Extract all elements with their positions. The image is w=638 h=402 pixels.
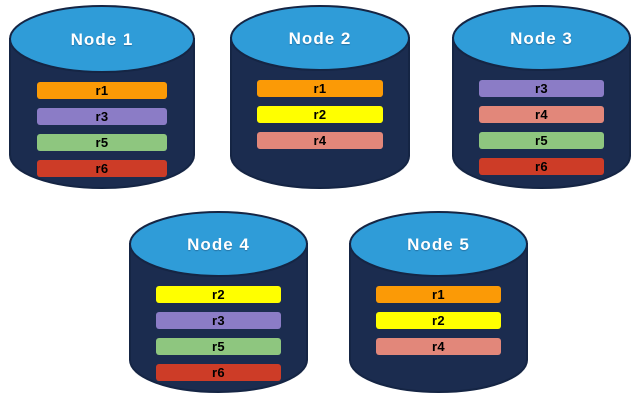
cylinder-top — [129, 211, 308, 277]
node-title: Node 3 — [510, 29, 573, 48]
replica-label: r6 — [535, 159, 548, 174]
node-title: Node 4 — [187, 235, 250, 254]
replica-label: r3 — [535, 81, 548, 96]
replica-list: r1 r2 r4 — [348, 286, 529, 355]
node-title: Node 5 — [407, 235, 470, 254]
replica-label: r1 — [95, 83, 109, 98]
replica-list: r1 r3 r5 r6 — [8, 82, 196, 177]
replica-label: r5 — [95, 135, 109, 150]
replica-bar-r4[interactable]: r4 — [376, 338, 501, 355]
replica-label: r6 — [212, 365, 225, 380]
replica-bar-r1[interactable]: r1 — [257, 80, 383, 97]
replica-bar-r5[interactable]: r5 — [479, 132, 604, 149]
replica-bar-r5[interactable]: r5 — [37, 134, 167, 151]
node-cylinder[interactable]: Node 4 r2 r3 r5 r6 — [128, 210, 309, 398]
replica-label: r1 — [313, 81, 327, 96]
replica-bar-r4[interactable]: r4 — [479, 106, 604, 123]
replica-bar-r4[interactable]: r4 — [257, 132, 383, 149]
replica-label: r3 — [95, 109, 109, 124]
replica-label: r2 — [212, 287, 225, 302]
replica-bar-r3[interactable]: r3 — [479, 80, 604, 97]
cylinder-top — [452, 5, 631, 71]
node-title: Node 1 — [70, 30, 134, 49]
replica-list: r3 r4 r5 r6 — [451, 80, 632, 175]
replica-bar-r3[interactable]: r3 — [156, 312, 281, 329]
cylinder-top — [349, 211, 528, 277]
replica-label: r4 — [432, 339, 445, 354]
node-cylinder[interactable]: Node 1 r1 r3 r5 r6 — [8, 4, 196, 194]
replica-list: r1 r2 r4 — [229, 80, 411, 149]
replica-label: r5 — [212, 339, 225, 354]
replica-bar-r5[interactable]: r5 — [156, 338, 281, 355]
cylinder-top — [9, 5, 195, 73]
replica-bar-r2[interactable]: r2 — [156, 286, 281, 303]
replica-label: r2 — [432, 313, 445, 328]
replica-list: r2 r3 r5 r6 — [128, 286, 309, 381]
replica-label: r2 — [313, 107, 327, 122]
node-cylinder[interactable]: Node 5 r1 r2 r4 — [348, 210, 529, 398]
replica-label: r6 — [95, 161, 109, 176]
replica-bar-r1[interactable]: r1 — [376, 286, 501, 303]
cylinder-top — [230, 5, 410, 71]
replica-label: r5 — [535, 133, 548, 148]
replica-bar-r6[interactable]: r6 — [479, 158, 604, 175]
replica-label: r4 — [313, 133, 327, 148]
node-cylinder[interactable]: Node 2 r1 r2 r4 — [229, 4, 411, 194]
replica-bar-r6[interactable]: r6 — [37, 160, 167, 177]
replica-bar-r6[interactable]: r6 — [156, 364, 281, 381]
replica-bar-r3[interactable]: r3 — [37, 108, 167, 125]
replica-label: r1 — [432, 287, 445, 302]
node-title: Node 2 — [288, 29, 352, 48]
replica-bar-r2[interactable]: r2 — [257, 106, 383, 123]
replica-label: r4 — [535, 107, 548, 122]
replica-label: r3 — [212, 313, 225, 328]
replica-bar-r1[interactable]: r1 — [37, 82, 167, 99]
node-cylinder[interactable]: Node 3 r3 r4 r5 r6 — [451, 4, 632, 194]
replica-bar-r2[interactable]: r2 — [376, 312, 501, 329]
